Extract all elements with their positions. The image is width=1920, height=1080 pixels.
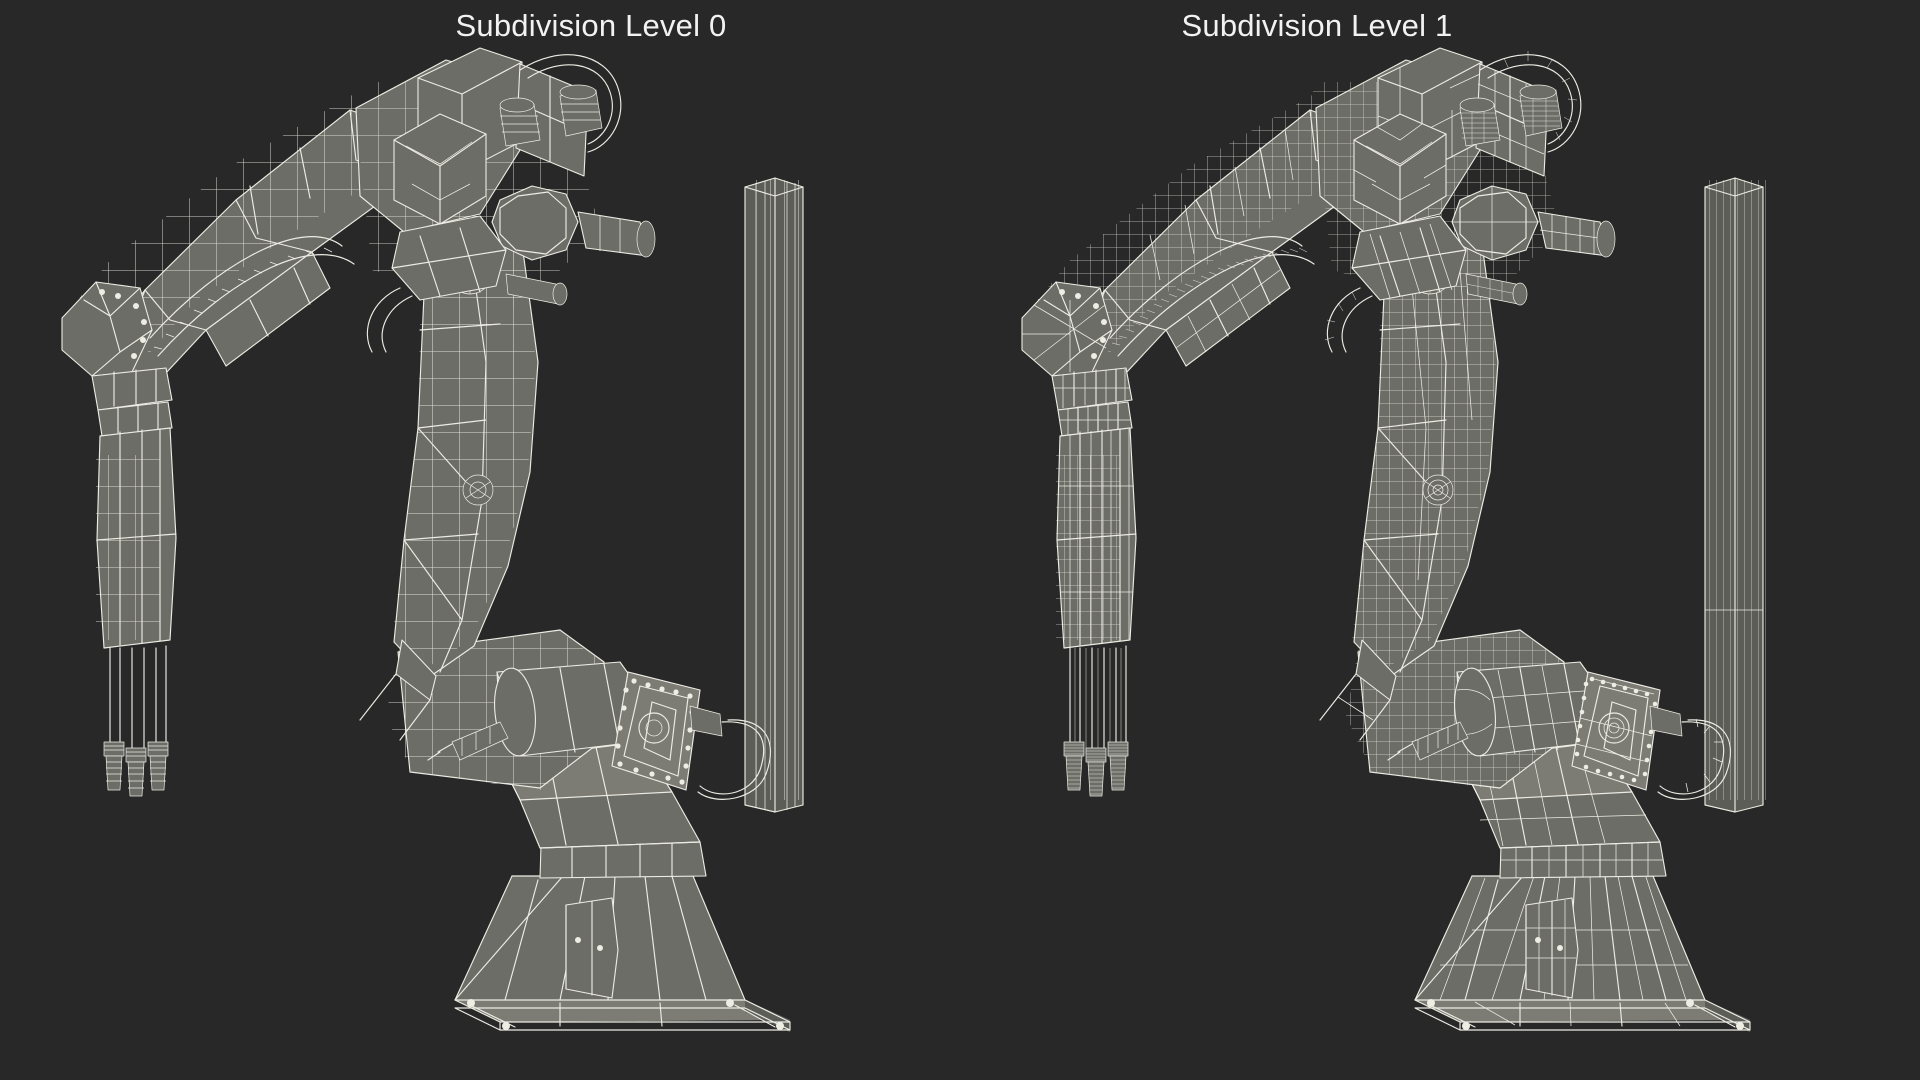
tool-pins-level0 bbox=[103, 645, 169, 797]
comparison-panel-left: Subdivision Level 0 bbox=[61, 8, 806, 1032]
bolted-flange-plate-level0 bbox=[611, 671, 701, 791]
end-effector-tool-level1 bbox=[1056, 427, 1137, 797]
panel-title-left: Subdivision Level 0 bbox=[455, 8, 727, 43]
wrist-assembly-level0 bbox=[352, 47, 656, 353]
wrist-assembly-level1 bbox=[1312, 47, 1616, 353]
comparison-panel-right: Subdivision Level 1 bbox=[960, 0, 1920, 1080]
drive-motor-housing-level1 bbox=[1346, 629, 1731, 800]
base-pedestal-level0 bbox=[454, 841, 791, 1032]
robot-wireframe-render-level0 bbox=[61, 47, 806, 1032]
wireframe-viewport-level0 bbox=[61, 47, 806, 1032]
cable-carrier-level0 bbox=[149, 236, 355, 357]
tool-pins-level1 bbox=[1063, 645, 1129, 797]
panel-title-right: Subdivision Level 1 bbox=[1181, 8, 1453, 43]
robot-wireframe-render-level1 bbox=[1021, 47, 1766, 1032]
cable-carrier-level1 bbox=[1109, 236, 1315, 357]
base-pedestal-level1 bbox=[1414, 841, 1751, 1032]
end-effector-tool-level0 bbox=[96, 427, 177, 797]
wireframe-viewport-level1 bbox=[960, 0, 1920, 1080]
vertical-guide-post-level1 bbox=[1704, 177, 1766, 813]
vertical-guide-post-level0 bbox=[744, 177, 806, 813]
